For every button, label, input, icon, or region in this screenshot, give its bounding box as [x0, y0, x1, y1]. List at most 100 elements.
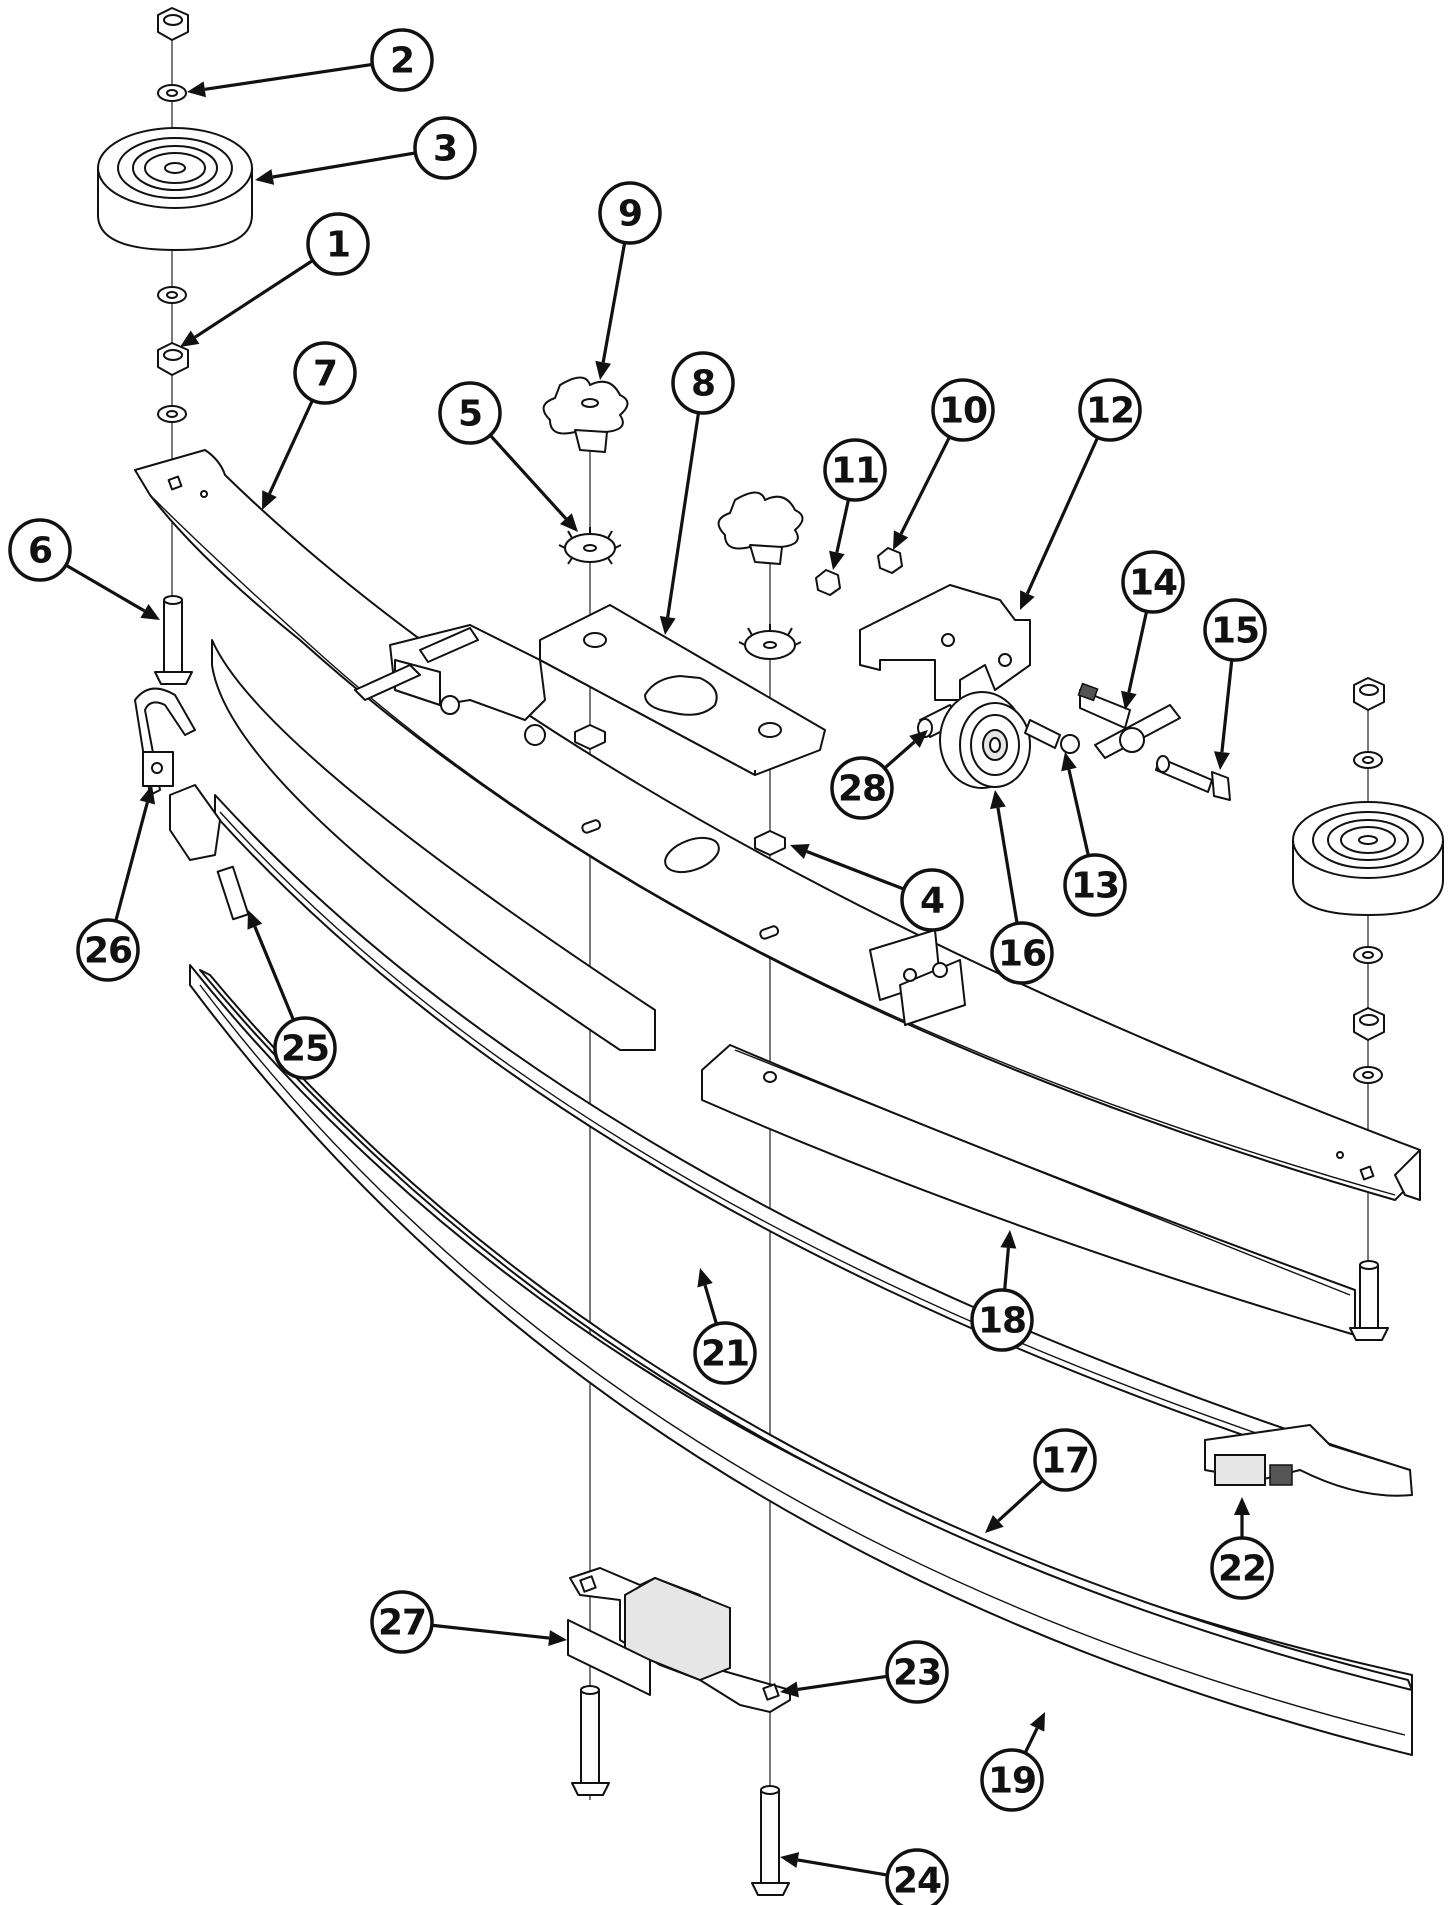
roller-right: [1292, 801, 1444, 916]
bolt-24-left: [571, 1685, 610, 1796]
washer-right-top: [1353, 751, 1383, 769]
callout-4: 4: [900, 868, 964, 932]
callout-25-leader: [253, 926, 296, 1021]
callout-3: 3: [413, 116, 477, 180]
callout-17: 17: [1033, 1428, 1097, 1492]
callout-7-leader: [268, 399, 314, 495]
callout-18-label: 18: [978, 1301, 1026, 1342]
callout-13-circle: [1063, 853, 1127, 917]
callout-11-arrowhead: [829, 550, 845, 570]
callout-16: 16: [990, 921, 1054, 985]
clevis-14: [1077, 682, 1181, 759]
callout-19-leader: [1023, 1727, 1039, 1754]
callout-25-label: 25: [281, 1029, 329, 1070]
callout-21-leader: [703, 1284, 719, 1325]
star-knob-9: [542, 376, 629, 453]
callout-27-label: 27: [378, 1603, 426, 1644]
callout-4-arrowhead: [790, 844, 810, 859]
callout-1-circle: [306, 212, 370, 276]
washer-right-low: [1353, 1066, 1383, 1084]
callout-13-arrowhead: [1061, 752, 1077, 772]
callout-4-leader: [806, 850, 905, 891]
frame-hinge-bracket: [354, 624, 546, 746]
callout-24: 24: [885, 1848, 949, 1905]
callout-22-label: 22: [1218, 1549, 1266, 1590]
callout-18-circle: [970, 1288, 1034, 1352]
callout-24-leader: [797, 1858, 888, 1877]
callout-27-circle: [370, 1590, 434, 1654]
top-nut-right: [1353, 677, 1385, 711]
callout-15: 15: [1203, 598, 1267, 662]
callout-18-arrowhead: [1000, 1230, 1017, 1249]
callout-24-arrowhead: [780, 1852, 800, 1868]
callout-19: 19: [980, 1748, 1044, 1812]
callout-16-label: 16: [998, 934, 1046, 975]
end-bracket-25-bolt: [169, 784, 250, 921]
callout-11: 11: [823, 438, 887, 502]
hex-nut-4a: [574, 724, 606, 750]
callout-15-arrowhead: [1213, 751, 1230, 770]
callout-17-circle: [1033, 1428, 1097, 1492]
callout-14-label: 14: [1129, 563, 1177, 604]
callout-2: 2: [370, 28, 434, 92]
callout-22: 22: [1210, 1536, 1274, 1600]
callout-10-label: 10: [939, 391, 987, 432]
latch-22: [1204, 1424, 1413, 1497]
callout-4-label: 4: [920, 881, 944, 922]
callout-6-circle: [8, 518, 72, 582]
bolt-6: [154, 595, 193, 685]
callout-3-arrowhead: [255, 169, 275, 185]
callout-26-arrowhead: [139, 785, 156, 805]
callout-24-circle: [885, 1848, 949, 1905]
callout-26-label: 26: [84, 931, 132, 972]
callout-13-label: 13: [1071, 866, 1119, 907]
callout-2-leader: [204, 62, 373, 91]
callout-6-leader: [65, 563, 146, 613]
star-washer-5: [558, 527, 622, 565]
callout-12-label: 12: [1086, 391, 1134, 432]
bottom-bracket-23: [569, 1567, 791, 1713]
callout-16-leader: [996, 807, 1019, 924]
callout-28-leader: [883, 740, 916, 770]
callout-4-circle: [900, 868, 964, 932]
callout-16-circle: [990, 921, 1054, 985]
bolt-24: [751, 1785, 790, 1896]
callout-28-label: 28: [838, 769, 886, 810]
washer-2: [157, 84, 187, 102]
callout-14-circle: [1121, 550, 1185, 614]
callout-3-label: 3: [433, 129, 457, 170]
callout-21-label: 21: [701, 1334, 749, 1375]
callout-27-arrowhead: [548, 1630, 567, 1647]
pivot-bracket-12: [859, 584, 1031, 701]
callout-11-circle: [823, 438, 887, 502]
callout-15-circle: [1203, 598, 1267, 662]
callout-7-circle: [293, 341, 357, 405]
callout-11-label: 11: [831, 451, 879, 492]
roller-3: [97, 127, 253, 251]
callout-28-circle: [830, 756, 894, 820]
callout-5-circle: [438, 381, 502, 445]
callout-11-leader: [835, 498, 851, 553]
callout-6: 6: [8, 518, 72, 582]
callout-25: 25: [273, 1016, 337, 1080]
star-washer-second: [738, 624, 802, 660]
callout-14-leader: [1127, 610, 1149, 693]
callout-3-leader: [272, 151, 416, 179]
callout-13: 13: [1063, 853, 1127, 917]
hex-nut-10: [877, 547, 903, 574]
callout-10: 10: [931, 378, 995, 442]
nut-1: [157, 342, 189, 376]
callout-23: 23: [885, 1640, 949, 1704]
callout-5-label: 5: [458, 394, 482, 435]
callout-3-circle: [413, 116, 477, 180]
callout-27: 27: [370, 1590, 434, 1654]
callout-14-arrowhead: [1121, 690, 1137, 710]
callout-22-circle: [1210, 1536, 1274, 1600]
callout-21-circle: [693, 1321, 757, 1385]
top-nut-left: [157, 7, 189, 41]
callout-2-arrowhead: [187, 81, 206, 98]
squeegee-blade-19: [189, 964, 1413, 1756]
callout-7-arrowhead: [262, 490, 277, 510]
